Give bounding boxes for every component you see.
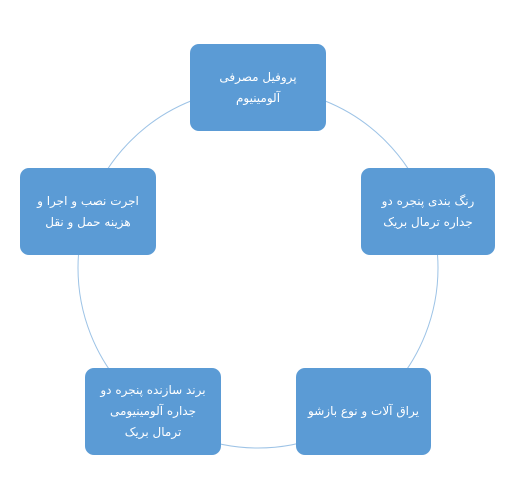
node-manufacturer-brand: برند سازنده پنجره دو جداره آلومینیومی تر… [85,368,221,455]
node-installation-transport-cost: اجرت نصب و اجرا و هزینه حمل و نقل [20,168,156,255]
node-label: پروفیل مصرفی آلومینیوم [219,69,297,105]
node-window-color: رنگ بندی پنجره دو جداره ترمال بریک [361,168,495,255]
node-label: برند سازنده پنجره دو جداره آلومینیومی تر… [100,383,206,439]
node-label: اجرت نصب و اجرا و هزینه حمل و نقل [37,193,139,229]
node-label: رنگ بندی پنجره دو جداره ترمال بریک [381,193,475,229]
node-aluminum-profile: پروفیل مصرفی آلومینیوم [190,44,326,131]
node-hardware-opening-type: یراق آلات و نوع بازشو [296,368,431,455]
node-label: یراق آلات و نوع بازشو [308,404,419,418]
